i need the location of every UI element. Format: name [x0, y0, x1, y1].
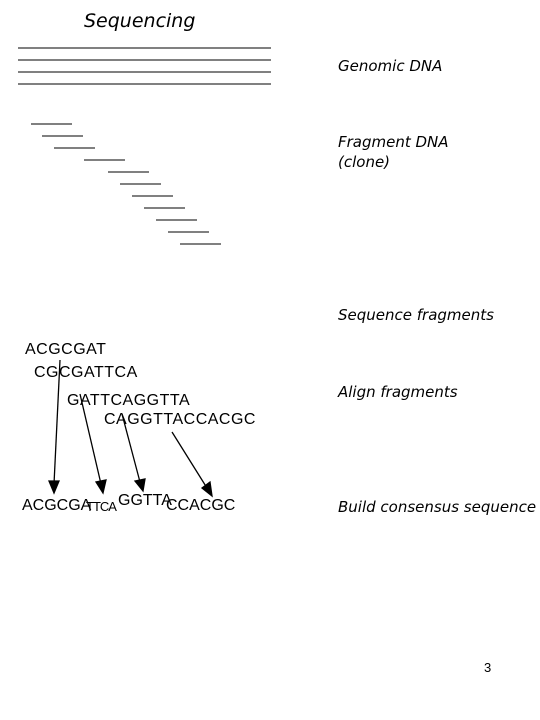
consensus-part: GGTTA — [118, 492, 172, 509]
fragment-clones — [31, 123, 221, 245]
slide-title: Sequencing — [84, 10, 196, 32]
arrow-head — [133, 478, 146, 493]
label-fragment-dna: Fragment DNA — [338, 133, 449, 151]
arrow-head — [48, 480, 60, 495]
arrow-line — [53, 359, 61, 485]
page-number: 3 — [484, 660, 492, 675]
arrow-line — [79, 393, 102, 485]
arrow-line — [121, 413, 141, 483]
alignment-arrows — [48, 359, 213, 498]
label-align-fragments: Align fragments — [338, 383, 458, 401]
fragment-sequence-2: CGCGATTCA — [34, 364, 138, 381]
arrow-head — [200, 480, 213, 498]
label-genomic-dna: Genomic DNA — [338, 57, 443, 75]
label-build-consensus: Build consensus sequence — [338, 498, 537, 516]
consensus-part: ACGCGA — [22, 497, 92, 514]
fragment-sequence-3: GATTCAGGTTA — [67, 392, 191, 409]
fragment-sequence-4: CAGGTTACCACGC — [104, 411, 256, 428]
arrow-head — [94, 479, 107, 495]
genomic-dna-strands — [18, 47, 271, 85]
consensus-part: CCACGC — [166, 497, 236, 514]
fragment-sequence-1: ACGCGAT — [25, 341, 107, 358]
label-sequence-fragments: Sequence fragments — [338, 306, 494, 324]
label-clone: (clone) — [338, 153, 391, 171]
arrow-line — [171, 431, 208, 489]
consensus-part: TTCA — [86, 499, 117, 514]
